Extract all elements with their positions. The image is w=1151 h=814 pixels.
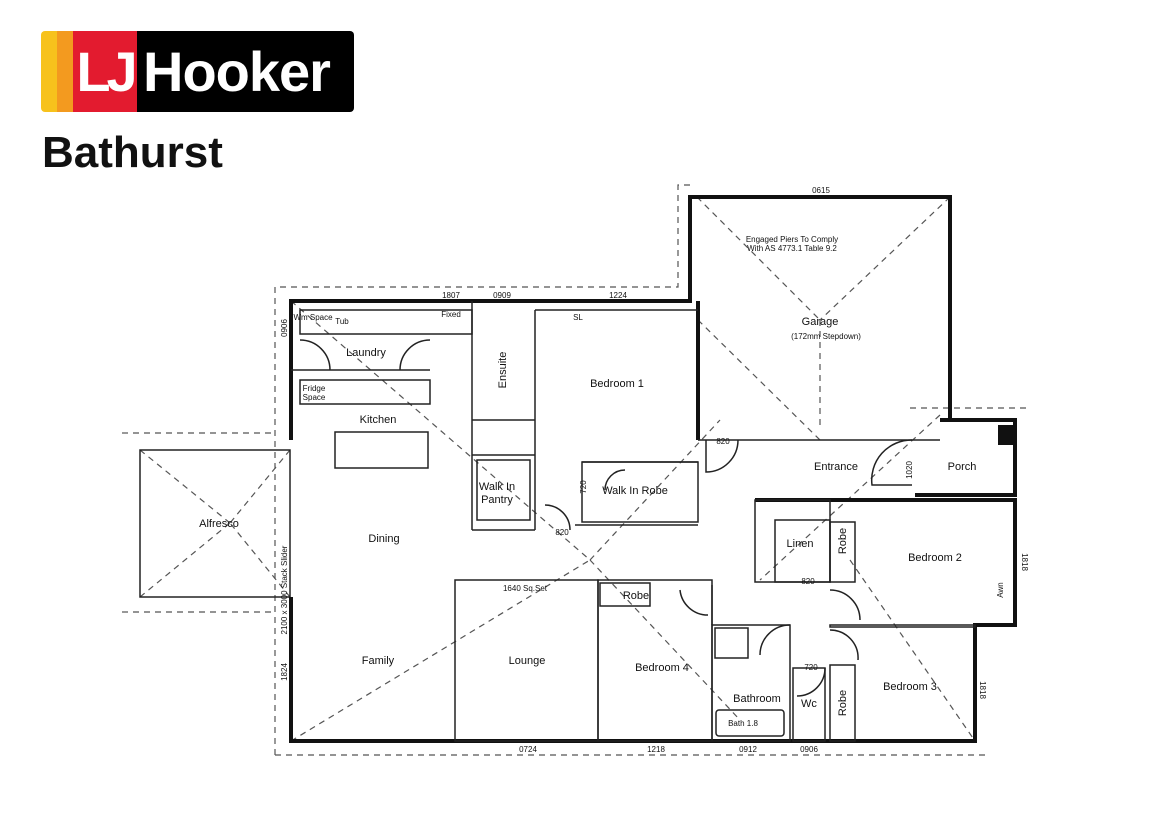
office-name: Bathurst xyxy=(42,128,223,177)
room-label-kitchen: Kitchen xyxy=(360,414,397,426)
room-label-bedroom-4: Bedroom 4 xyxy=(635,662,689,674)
roof-outline xyxy=(122,184,1030,756)
dim-0906-bottom: 0906 xyxy=(800,745,818,754)
dim-1807: 1807 xyxy=(442,291,460,300)
dim-1224: 1224 xyxy=(609,291,627,300)
door-820-garage: 820 xyxy=(716,437,730,446)
logo-stripe-orange xyxy=(57,31,73,112)
meter-box xyxy=(998,425,1014,445)
dim-1818: 1818 xyxy=(1020,553,1029,571)
dim-1218: 1218 xyxy=(647,745,665,754)
room-label-bedroom-1: Bedroom 1 xyxy=(590,378,644,390)
dim-1818-bedroom-3: 1818 xyxy=(978,681,987,699)
door-720-wc: 720 xyxy=(804,663,818,672)
room-label-linen: Linen xyxy=(787,538,814,550)
room-label-bedroom-3: Bedroom 3 xyxy=(883,681,937,693)
alfresco-slab xyxy=(139,449,291,598)
door-820-linen: 820 xyxy=(801,577,815,586)
room-label-dining: Dining xyxy=(368,533,399,545)
logo-name: Hooker xyxy=(137,31,354,112)
door-720-robe: 720 xyxy=(579,480,588,494)
room-label-robe-bedroom-3: Robe xyxy=(837,690,849,716)
dim-0912: 0912 xyxy=(739,745,757,754)
room-label-walk-in-robe: Walk In Robe xyxy=(602,485,668,497)
dim-0724: 0724 xyxy=(519,745,537,754)
room-label-entrance: Entrance xyxy=(814,461,858,473)
dim-0909: 0909 xyxy=(493,291,511,300)
fixture-tub: Tub xyxy=(335,317,349,326)
logo-stripe-yellow xyxy=(41,31,57,112)
room-label-walk-in-pantry-1: Walk In xyxy=(479,481,515,493)
room-label-wc: Wc xyxy=(801,698,817,710)
fixture-wm-space: Wm Space xyxy=(293,313,333,322)
internal-walls xyxy=(291,301,976,742)
room-label-laundry: Laundry xyxy=(346,347,386,359)
dim-1824: 1824 xyxy=(280,663,289,681)
note-stack-slider: 2100 x 3000 Stack Slider xyxy=(280,545,289,634)
door-820-robe: 820 xyxy=(555,528,569,537)
garage-note: (172mm Stepdown) xyxy=(791,332,861,341)
kitchen-island xyxy=(334,431,429,469)
room-label-alfresco: Alfresco xyxy=(199,518,239,530)
door-1020-entry: 1020 xyxy=(905,461,914,479)
room-label-robe-bedroom-4: Robe xyxy=(623,590,649,602)
fixture-fridge-1: Fridge xyxy=(303,384,326,393)
room-label-ensuite: Ensuite xyxy=(497,352,509,389)
room-label-robe-bedroom-2: Robe xyxy=(837,528,849,554)
fixture-fridge-2: Space xyxy=(303,393,326,402)
dim-0615: 0615 xyxy=(812,186,830,195)
note-sqset: 1640 Sq.Set xyxy=(503,584,548,593)
lj-hooker-logo: LJ Hooker xyxy=(41,31,354,112)
room-label-walk-in-pantry-2: Pantry xyxy=(481,494,513,506)
dim-0906-left: 0906 xyxy=(280,319,289,337)
note-awn: Awn xyxy=(996,582,1005,597)
room-label-lounge: Lounge xyxy=(509,655,546,667)
note-sl: SL xyxy=(573,313,583,322)
fixture-bath: Bath 1.8 xyxy=(728,719,758,728)
door-swings xyxy=(299,339,913,697)
fixture-fixed: Fixed xyxy=(441,310,461,319)
logo-initials: LJ xyxy=(73,31,138,112)
room-label-bedroom-2: Bedroom 2 xyxy=(908,552,962,564)
room-label-porch: Porch xyxy=(948,461,977,473)
room-label-family: Family xyxy=(362,655,395,667)
piers-note-1: Engaged Piers To Comply xyxy=(746,235,838,244)
room-label-garage: Garage xyxy=(802,316,839,328)
room-label-bathroom: Bathroom xyxy=(733,693,781,705)
piers-note-2: With AS 4773.1 Table 9.2 xyxy=(747,244,837,253)
